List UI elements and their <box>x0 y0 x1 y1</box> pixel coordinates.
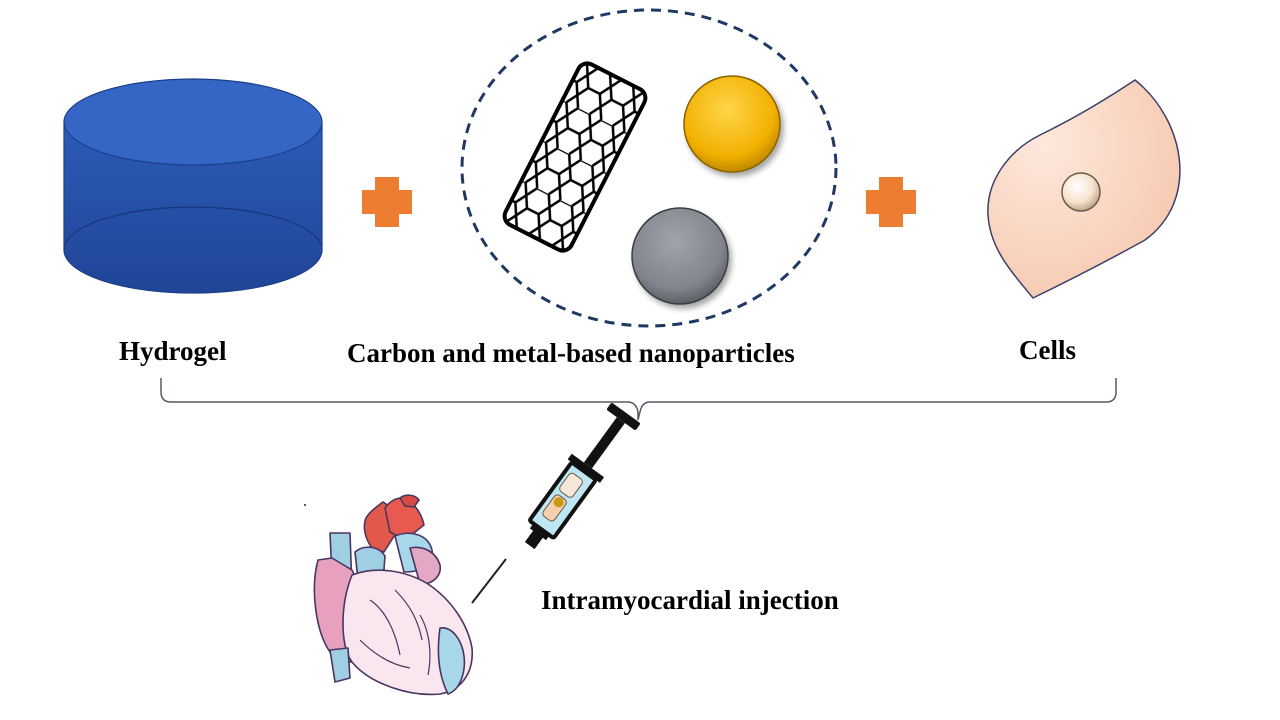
cylinder-icon <box>63 78 323 294</box>
injection-label: Intramyocardial injection <box>541 585 839 615</box>
plus-icon-right <box>866 177 916 227</box>
plus-icon-left <box>362 177 412 227</box>
cells-label: Cells <box>1019 335 1076 365</box>
metal-nanoparticle-icon <box>631 207 729 305</box>
cell-nucleus-icon <box>1061 172 1101 212</box>
syringe-icon <box>471 403 640 604</box>
grouping-brace <box>160 378 1117 421</box>
heart-icon <box>304 494 473 696</box>
cell-icon <box>987 79 1181 299</box>
carbon-nanotube-icon <box>501 60 649 254</box>
gold-nanoparticle-icon <box>683 75 781 173</box>
nanoparticle-group-border <box>460 8 838 328</box>
hydrogel-label: Hydrogel <box>119 336 227 366</box>
nanoparticles-label: Carbon and metal-based nanoparticles <box>347 338 795 368</box>
